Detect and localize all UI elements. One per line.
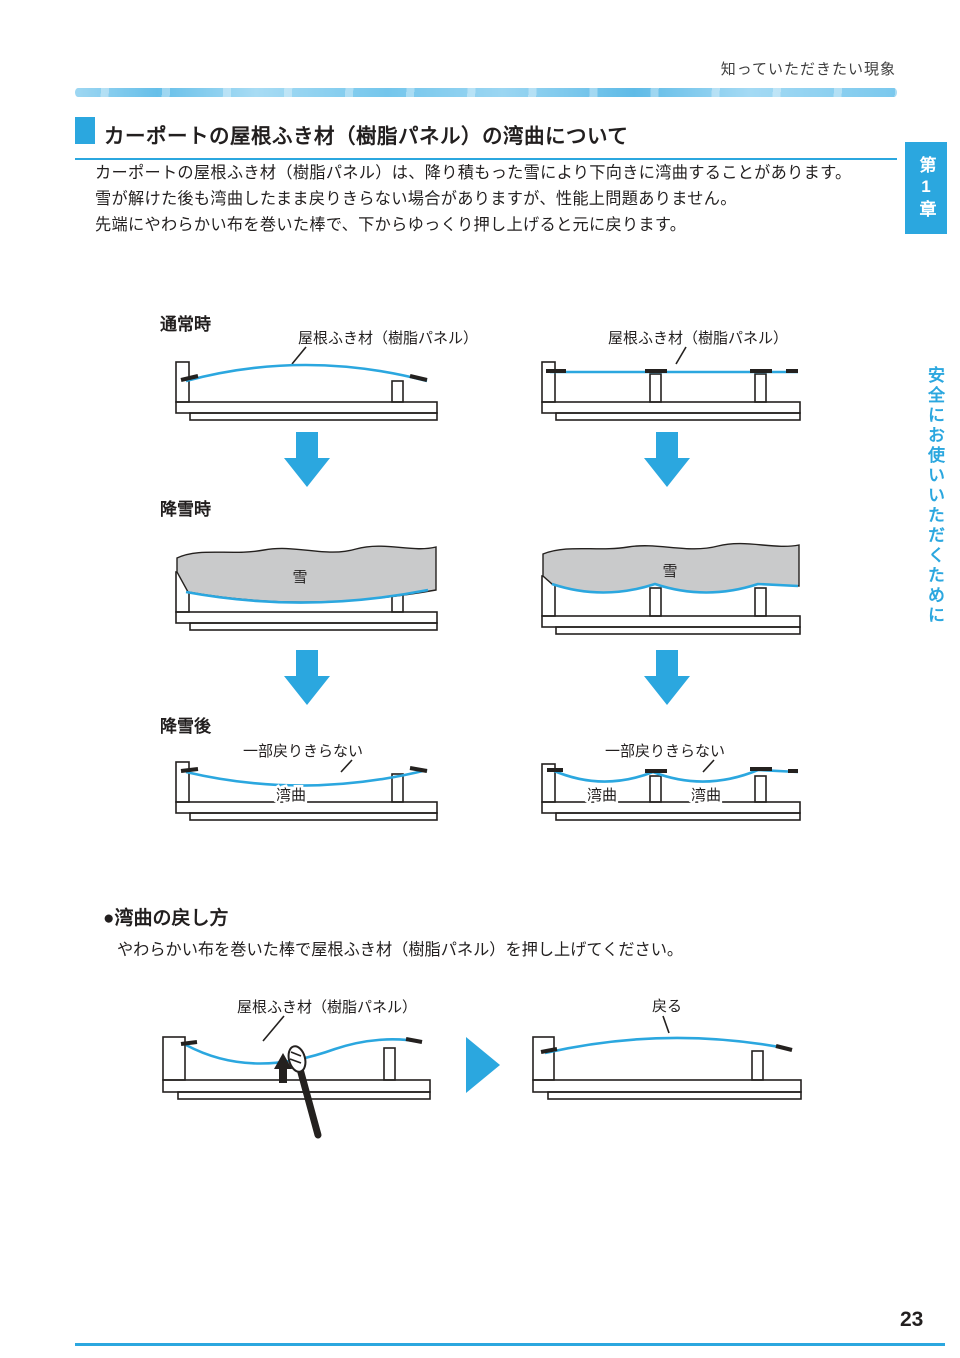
support-post bbox=[383, 1047, 396, 1081]
not-return-label-left: 一部戻りきらない bbox=[243, 743, 363, 760]
roof-panel-line bbox=[544, 1036, 791, 1055]
support-post bbox=[391, 773, 404, 803]
support-post bbox=[391, 380, 404, 403]
frame-beam-lip bbox=[189, 622, 438, 631]
callout-line bbox=[662, 1015, 670, 1034]
support-post bbox=[649, 775, 662, 803]
bend-label: 湾曲 bbox=[276, 787, 306, 804]
down-arrow-icon bbox=[284, 650, 330, 705]
frame-beam-lip bbox=[547, 1091, 802, 1100]
frame-beam bbox=[541, 801, 801, 814]
panel-clip bbox=[409, 766, 428, 773]
panel-label-right: 屋根ふき材（樹脂パネル） bbox=[608, 330, 788, 347]
callout-line bbox=[675, 346, 687, 365]
push-up-arrow-icon bbox=[274, 1053, 292, 1083]
frame-upright bbox=[532, 1036, 555, 1081]
cloth-hatch bbox=[289, 1051, 302, 1064]
stick bbox=[296, 1065, 322, 1139]
paragraph: 先端にやわらかい布を巻いた棒で、下からゆっくり押し上げると元に戻ります。 bbox=[95, 216, 687, 234]
snow-label: 雪 bbox=[292, 569, 307, 586]
chapter-tab: 第1章 bbox=[905, 142, 947, 234]
stage-label-normal: 通常時 bbox=[160, 314, 211, 334]
panel-clip bbox=[775, 1044, 793, 1052]
decorative-brush-band bbox=[75, 88, 897, 97]
fix-section-instruction: やわらかい布を巻いた棒で屋根ふき材（樹脂パネル）を押し上げてください。 bbox=[117, 941, 684, 959]
callout-line bbox=[702, 759, 715, 773]
panel-clip bbox=[180, 374, 199, 382]
frame-beam-lip bbox=[189, 412, 438, 421]
panel-clip bbox=[180, 1040, 198, 1046]
roof-panel-line bbox=[185, 768, 428, 787]
panel-clip bbox=[540, 1047, 558, 1054]
cloth-tip bbox=[287, 1045, 307, 1073]
title-square-marker bbox=[75, 117, 95, 144]
frame-beam-lip bbox=[555, 626, 801, 635]
support-post bbox=[754, 373, 767, 403]
paragraph: カーポートの屋根ふき材（樹脂パネル）は、降り積もった雪により下向きに湾曲すること… bbox=[95, 164, 852, 182]
panel-clip bbox=[180, 767, 199, 773]
diagram-snow-flat: 雪 bbox=[541, 542, 801, 635]
frame-upright bbox=[175, 761, 190, 803]
panel-clip bbox=[405, 1037, 423, 1044]
sidebar-vertical-title: 安全にお使いいただくために bbox=[925, 366, 944, 626]
support-post bbox=[649, 587, 662, 617]
restored-label: 戻る bbox=[652, 998, 682, 1015]
fix-section-heading: ●湾曲の戻し方 bbox=[103, 908, 229, 929]
body-copy: カーポートの屋根ふき材（樹脂パネル）は、降り積もった雪により下向きに湾曲すること… bbox=[95, 160, 901, 238]
page-number: 23 bbox=[900, 1308, 924, 1331]
frame-beam bbox=[175, 401, 438, 414]
snow-label: 雪 bbox=[662, 563, 677, 580]
support-post bbox=[754, 587, 767, 617]
callout-line bbox=[291, 346, 307, 365]
frame-beam bbox=[175, 611, 438, 624]
diagram-snow-arched: 雪 bbox=[175, 545, 438, 631]
frame-beam bbox=[162, 1079, 431, 1093]
stage-label-snow: 降雪時 bbox=[160, 499, 211, 519]
running-head: 知っていただきたい現象 bbox=[720, 61, 896, 78]
roof-panel-line bbox=[185, 1038, 421, 1065]
down-arrow-icon bbox=[284, 432, 330, 487]
bend-stages-diagram: 通常時 屋根ふき材（樹脂パネル） 屋根ふき材（樹脂パネル） bbox=[160, 314, 801, 821]
frame-beam-lip bbox=[555, 812, 801, 821]
frame-beam-lip bbox=[555, 412, 801, 421]
right-arrow-icon bbox=[466, 1037, 500, 1093]
roof-panel-line bbox=[185, 363, 428, 383]
diagram-after-arched: 湾曲 bbox=[175, 761, 438, 821]
panel-label: 屋根ふき材（樹脂パネル） bbox=[237, 999, 417, 1016]
bend-label: 湾曲 bbox=[587, 787, 617, 804]
panel-label-left: 屋根ふき材（樹脂パネル） bbox=[298, 330, 478, 347]
diagram-normal-arched bbox=[175, 361, 438, 421]
frame-upright bbox=[541, 361, 556, 403]
fix-diagram-restored: 戻る bbox=[532, 998, 802, 1100]
restore-diagram: 屋根ふき材（樹脂パネル） 戻る bbox=[162, 998, 802, 1139]
down-arrow-icon bbox=[644, 432, 690, 487]
paragraph: 雪が解けた後も湾曲したまま戻りきらない場合がありますが、性能上問題ありません。 bbox=[95, 190, 737, 208]
support-post bbox=[754, 775, 767, 803]
frame-beam bbox=[541, 615, 801, 628]
callout-line bbox=[262, 1015, 285, 1042]
support-post bbox=[649, 373, 662, 403]
down-arrow-icon bbox=[644, 650, 690, 705]
frame-beam bbox=[175, 801, 438, 814]
diagram-after-flat: 湾曲 湾曲 bbox=[541, 763, 801, 821]
frame-beam-lip bbox=[189, 812, 438, 821]
roof-panel-line bbox=[185, 588, 429, 604]
roof-panel-line bbox=[551, 582, 799, 594]
frame-beam bbox=[532, 1079, 802, 1093]
callout-line bbox=[340, 759, 353, 773]
fix-diagram-bent bbox=[162, 1036, 431, 1139]
section-title: カーポートの屋根ふき材（樹脂パネル）の湾曲について bbox=[104, 125, 629, 148]
stage-label-after: 降雪後 bbox=[160, 716, 212, 736]
bottom-rule bbox=[75, 1343, 945, 1346]
diagram-normal-flat bbox=[541, 361, 801, 421]
not-return-label-right: 一部戻りきらない bbox=[605, 743, 725, 760]
bend-label: 湾曲 bbox=[691, 787, 721, 804]
frame-beam bbox=[541, 401, 801, 414]
panel-clip bbox=[409, 374, 428, 382]
section-title-row: カーポートの屋根ふき材（樹脂パネル）の湾曲について bbox=[75, 117, 897, 160]
support-post bbox=[751, 1050, 764, 1081]
